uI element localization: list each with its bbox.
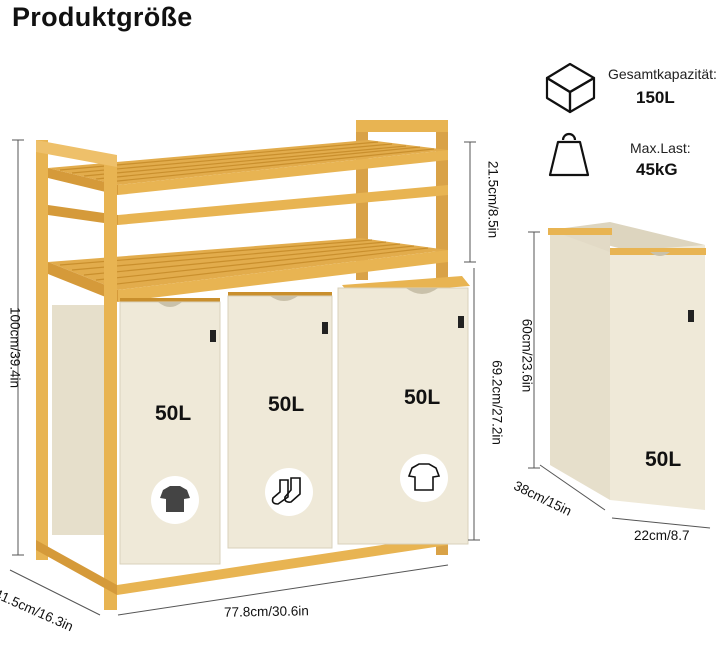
bin-2-label: 50L — [268, 393, 305, 416]
page-title: Produktgröße — [12, 2, 193, 32]
tshirt-white-icon — [400, 454, 448, 502]
bin-3[interactable] — [337, 276, 470, 545]
load-label: Max.Last: — [630, 140, 691, 156]
single-bag-label: 50L — [645, 448, 682, 471]
dim-bag-width: 22cm/8.7 — [634, 528, 690, 543]
capacity-value: 150L — [636, 88, 675, 107]
dim-lower-height: 69.2cm/27.2in — [489, 360, 505, 445]
single-bag — [548, 222, 706, 510]
shelf-frame — [36, 120, 448, 610]
dim-bag-height: 60cm/23.6in — [519, 318, 535, 393]
cube-icon — [545, 62, 596, 114]
dim-total-height: 100cm/39.4in — [7, 306, 23, 389]
load-value: 45kG — [636, 160, 678, 179]
bin-1-label: 50L — [155, 402, 192, 425]
bin-1[interactable] — [119, 298, 221, 565]
dim-width: 77.8cm/30.6in — [223, 603, 309, 620]
socks-icon — [265, 468, 313, 516]
bin-3-label: 50L — [404, 386, 441, 409]
capacity-label: Gesamtkapazität: — [608, 66, 717, 82]
tshirt-dark-icon — [151, 476, 199, 524]
weight-icon — [548, 132, 590, 177]
dim-top-shelf-height: 21.5cm/8.5in — [485, 160, 501, 239]
